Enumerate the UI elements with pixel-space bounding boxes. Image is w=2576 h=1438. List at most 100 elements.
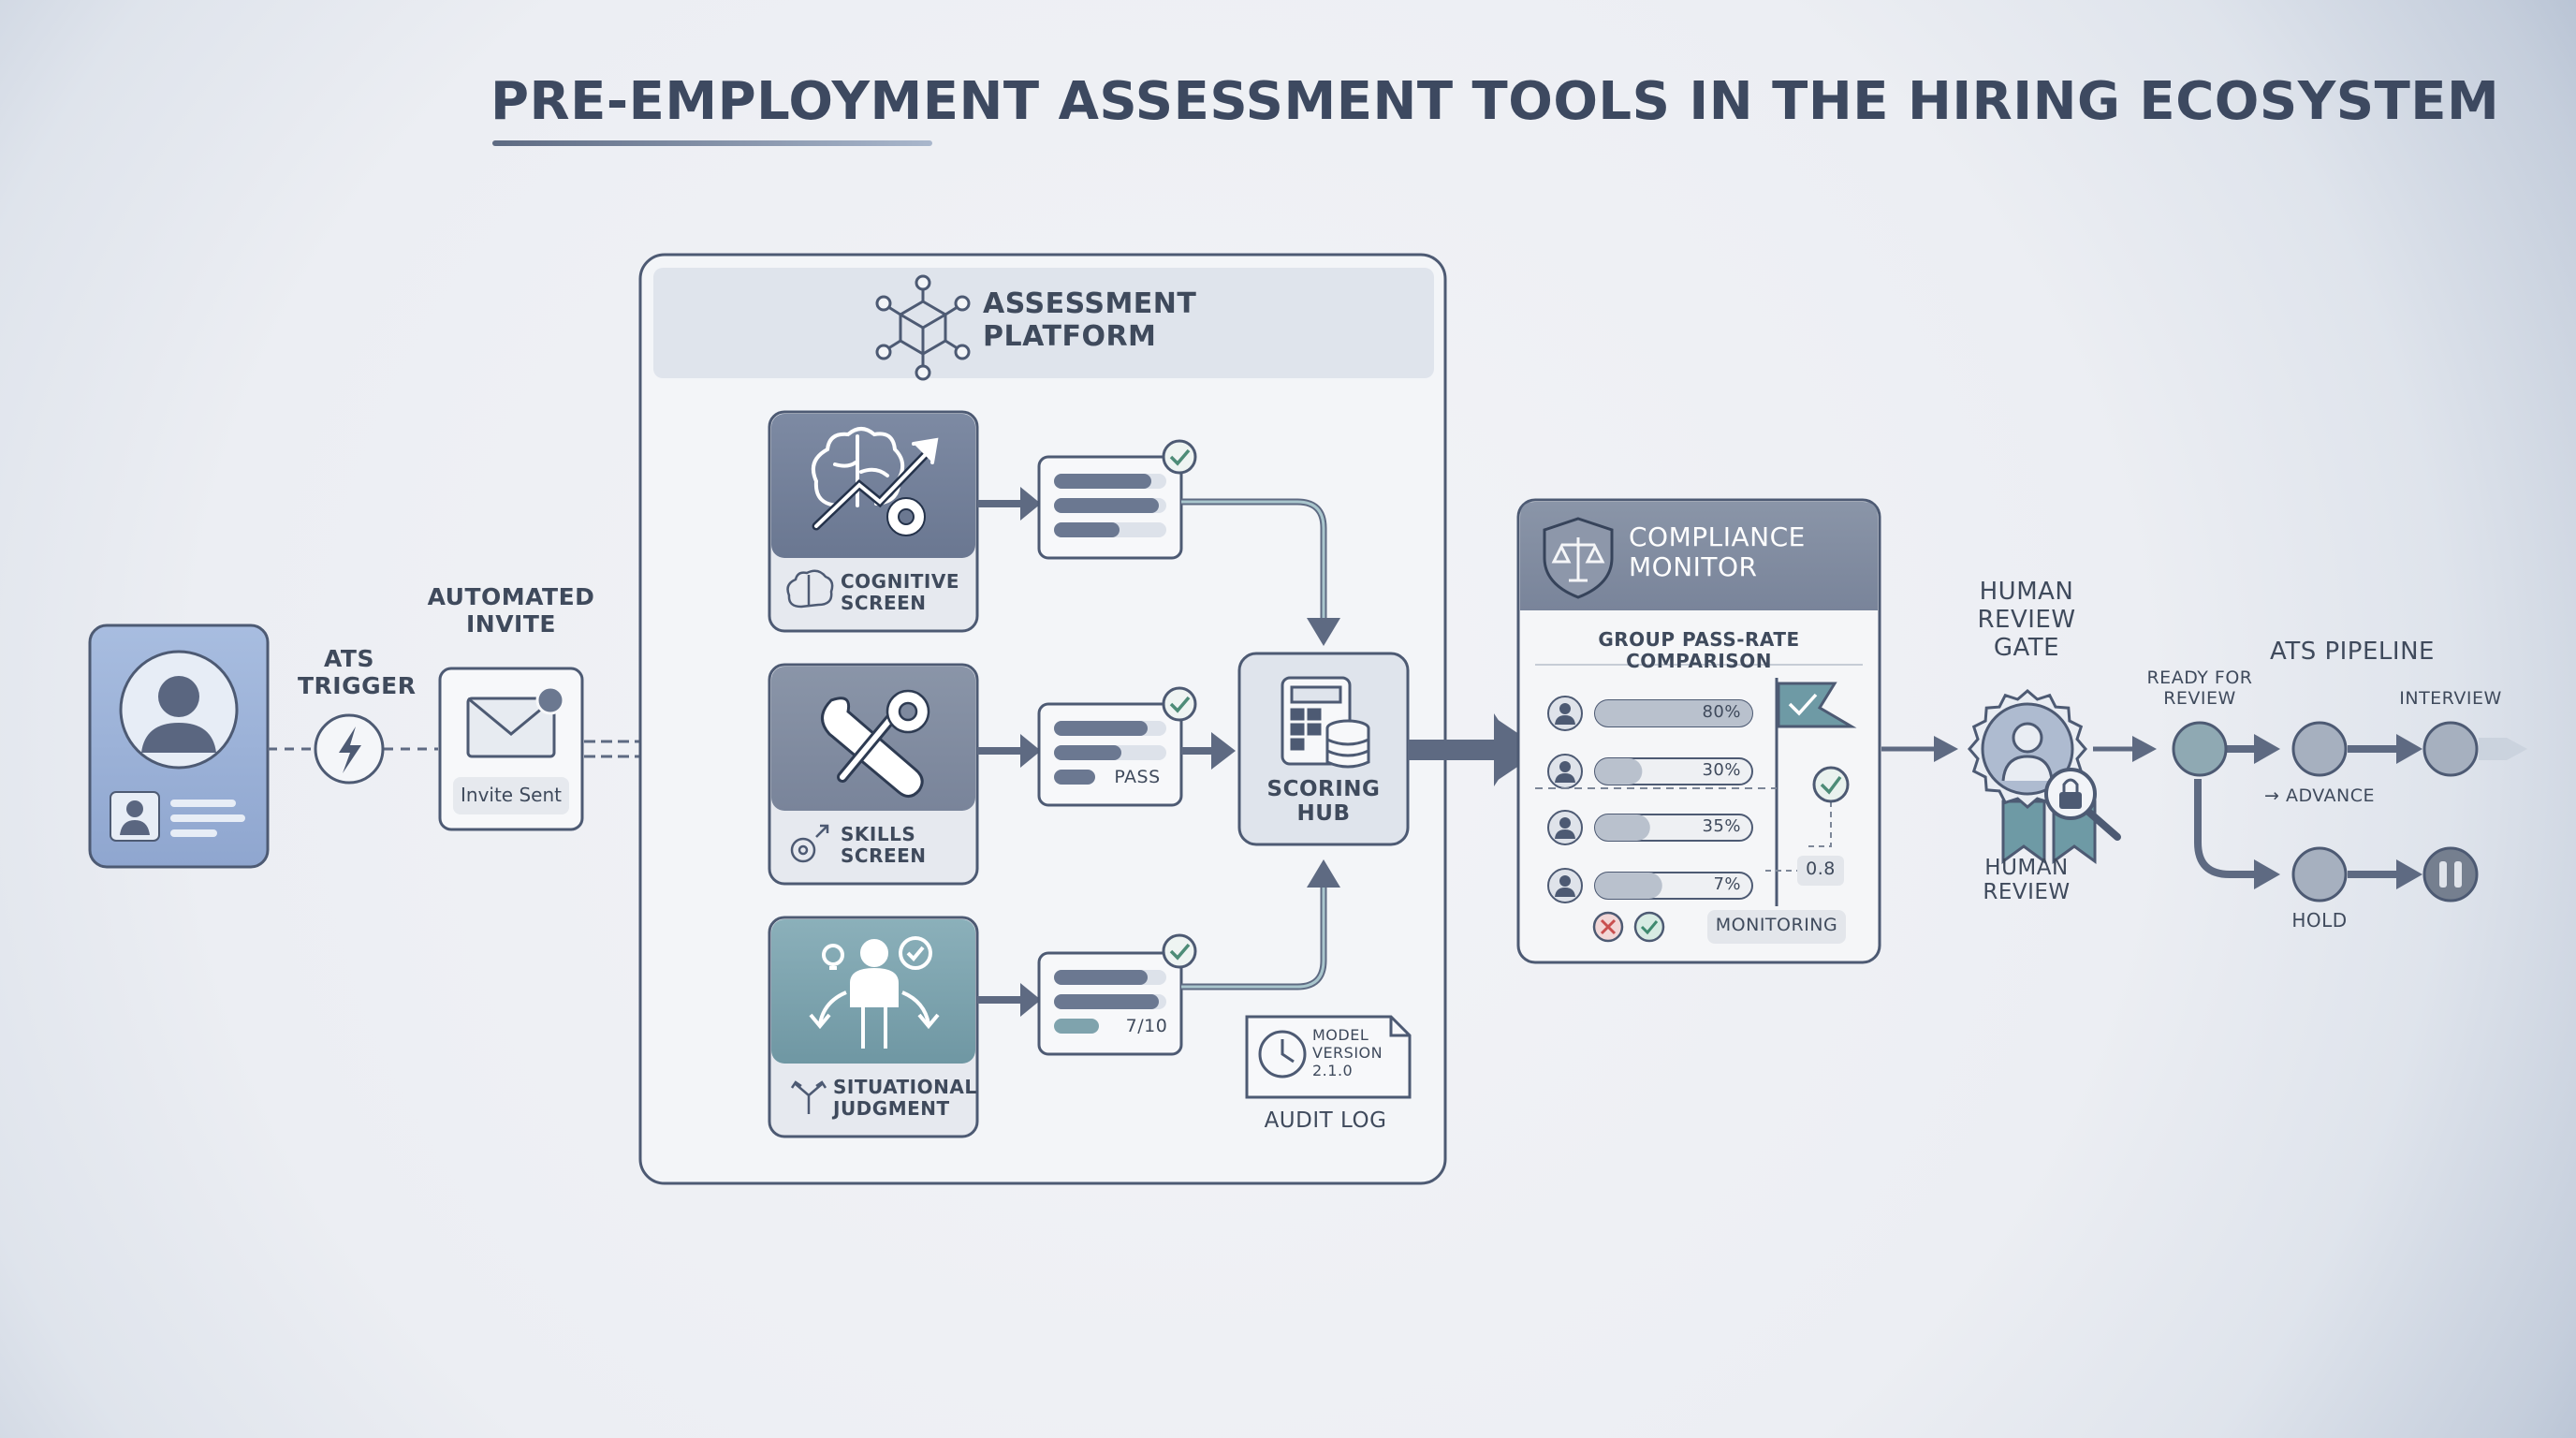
clock-icon bbox=[1258, 1030, 1307, 1078]
scoring-hub-label-line1: SCORING bbox=[1266, 777, 1381, 801]
result-card-skills bbox=[1037, 702, 1183, 807]
monitoring-status: MONITORING bbox=[1715, 915, 1838, 935]
interview-node bbox=[2422, 721, 2479, 777]
accept-icon bbox=[1633, 911, 1665, 943]
situational-module-card bbox=[768, 916, 979, 1138]
person-body bbox=[1555, 829, 1575, 839]
platform-title: ASSESSMENT PLATFORM bbox=[983, 287, 1208, 353]
magnifier-lock-icon bbox=[2044, 768, 2121, 841]
page-title: PRE-EMPLOYMENT ASSESSMENT TOOLS IN THE H… bbox=[490, 71, 2500, 132]
module-label-cognitive: COGNITIVE SCREEN bbox=[841, 571, 981, 614]
trigger-label-line1: ATS bbox=[324, 645, 374, 672]
cognitive-module-card bbox=[768, 410, 979, 633]
interview-label: INTERVIEW bbox=[2399, 688, 2502, 709]
brain-growth-icon bbox=[812, 427, 939, 531]
review-gate-line3: GATE bbox=[1993, 633, 2060, 662]
audit-log-label: AUDIT LOG bbox=[1264, 1108, 1387, 1133]
invite-heading-line2: INVITE bbox=[465, 609, 556, 638]
pass-rate-row bbox=[1547, 696, 1753, 731]
pass-rate-label: 35% bbox=[1702, 816, 1741, 836]
human-review-line2: REVIEW bbox=[1983, 880, 2071, 905]
module-label-situational: SITUATIONAL JUDGMENT bbox=[833, 1076, 977, 1120]
pass-rate-row bbox=[1547, 868, 1753, 903]
gear-small-icon bbox=[790, 824, 829, 863]
hold-node bbox=[2291, 846, 2348, 902]
brain-small-icon bbox=[786, 569, 834, 609]
person-head bbox=[1559, 703, 1571, 714]
ready-node bbox=[2172, 721, 2228, 777]
pass-rate-fill bbox=[1595, 758, 1643, 785]
review-gate-line1: HUMAN bbox=[1979, 578, 2074, 606]
monitoring-pill bbox=[1707, 910, 1846, 944]
invite-heading: AUTOMATED INVITE bbox=[408, 583, 614, 638]
platform-title-line2: PLATFORM bbox=[983, 319, 1157, 353]
pass-rate-label: 30% bbox=[1702, 760, 1741, 780]
person-body bbox=[1555, 715, 1575, 725]
split-arrows-icon bbox=[790, 1080, 827, 1114]
result-card-cognitive bbox=[1037, 455, 1183, 560]
compliance-title-line2: MONITOR bbox=[1629, 551, 1758, 583]
audit-card-line2: VERSION bbox=[1312, 1044, 1383, 1063]
module-label-skills: SKILLS SCREEN bbox=[841, 824, 981, 867]
person-body bbox=[1555, 888, 1575, 897]
ready-label-line2: REVIEW bbox=[2163, 687, 2236, 709]
scoring-hub-label-line2: HUB bbox=[1296, 801, 1351, 827]
skills-result-text: PASS bbox=[1114, 767, 1161, 787]
pipeline-title: ATS PIPELINE bbox=[2270, 638, 2435, 666]
platform-title-line1: ASSESSMENT bbox=[983, 287, 1197, 320]
review-gate-line2: REVIEW bbox=[1977, 605, 2076, 634]
title-underline bbox=[492, 140, 932, 146]
pass-rate-fill bbox=[1595, 873, 1662, 899]
lightning-icon bbox=[314, 713, 385, 785]
candidate-card bbox=[88, 624, 270, 869]
ratio-value: 0.8 bbox=[1806, 858, 1836, 879]
pass-rate-fill bbox=[1595, 814, 1650, 841]
audit-card-text: MODEL VERSION 2.1.0 bbox=[1312, 1026, 1406, 1080]
ready-label-line1: READY FOR bbox=[2146, 668, 2253, 688]
audit-card-line3: 2.1.0 bbox=[1312, 1062, 1354, 1080]
pass-rate-row bbox=[1547, 754, 1753, 789]
module-label-cognitive-line1: COGNITIVE bbox=[841, 570, 959, 593]
audit-card-line1: MODEL bbox=[1312, 1026, 1369, 1044]
module-label-skills-line1: SKILLS bbox=[841, 823, 916, 845]
invite-status: Invite Sent bbox=[461, 784, 562, 806]
compliance-title: COMPLIANCE MONITOR bbox=[1629, 521, 1853, 583]
advance-node bbox=[2291, 721, 2348, 777]
skills-module-card bbox=[768, 663, 979, 886]
person-head bbox=[1559, 761, 1571, 772]
check-circle-icon bbox=[1812, 766, 1850, 803]
pass-rate-fill bbox=[1595, 700, 1752, 726]
pause-icon bbox=[2439, 861, 2462, 888]
advance-label: → ADVANCE bbox=[2263, 785, 2376, 806]
compliance-subtitle: GROUP PASS-RATE COMPARISON bbox=[1598, 628, 1800, 672]
hold-label: HOLD bbox=[2291, 909, 2348, 932]
check-badge-icon bbox=[1162, 439, 1197, 969]
module-label-situational-line1: SITUATIONAL bbox=[833, 1076, 977, 1098]
wrench-screwdriver-icon bbox=[821, 697, 924, 798]
module-label-skills-line2: SCREEN bbox=[841, 844, 927, 867]
review-gate-label: HUMAN REVIEW GATE bbox=[1956, 578, 2097, 663]
module-label-situational-line2: JUDGMENT bbox=[833, 1097, 950, 1120]
trigger-label: ATS TRIGGER bbox=[298, 645, 416, 700]
compliance-title-line1: COMPLIANCE bbox=[1629, 521, 1806, 552]
shield-scales-icon bbox=[1543, 517, 1614, 599]
human-review-line1: HUMAN bbox=[1984, 856, 2069, 880]
ats-pipeline bbox=[2172, 721, 2527, 902]
audit-log-card bbox=[1245, 1015, 1412, 1099]
person-decision-icon bbox=[809, 936, 940, 1049]
gear-icon bbox=[886, 689, 930, 734]
network-cube-icon bbox=[875, 274, 971, 381]
reject-icon bbox=[1592, 911, 1624, 943]
ready-label: READY FOR REVIEW bbox=[2125, 668, 2275, 710]
person-head bbox=[1559, 817, 1571, 829]
invite-heading-line1: AUTOMATED bbox=[427, 583, 595, 610]
module-label-cognitive-line2: SCREEN bbox=[841, 592, 927, 614]
ratio-box bbox=[1797, 856, 1844, 886]
flag-icon bbox=[1535, 678, 1857, 906]
pass-rate-bars bbox=[1547, 696, 1753, 903]
scoring-hub-label: SCORING HUB bbox=[1239, 777, 1408, 827]
person-body bbox=[1555, 773, 1575, 783]
situational-result-text: 7/10 bbox=[1125, 1016, 1168, 1036]
